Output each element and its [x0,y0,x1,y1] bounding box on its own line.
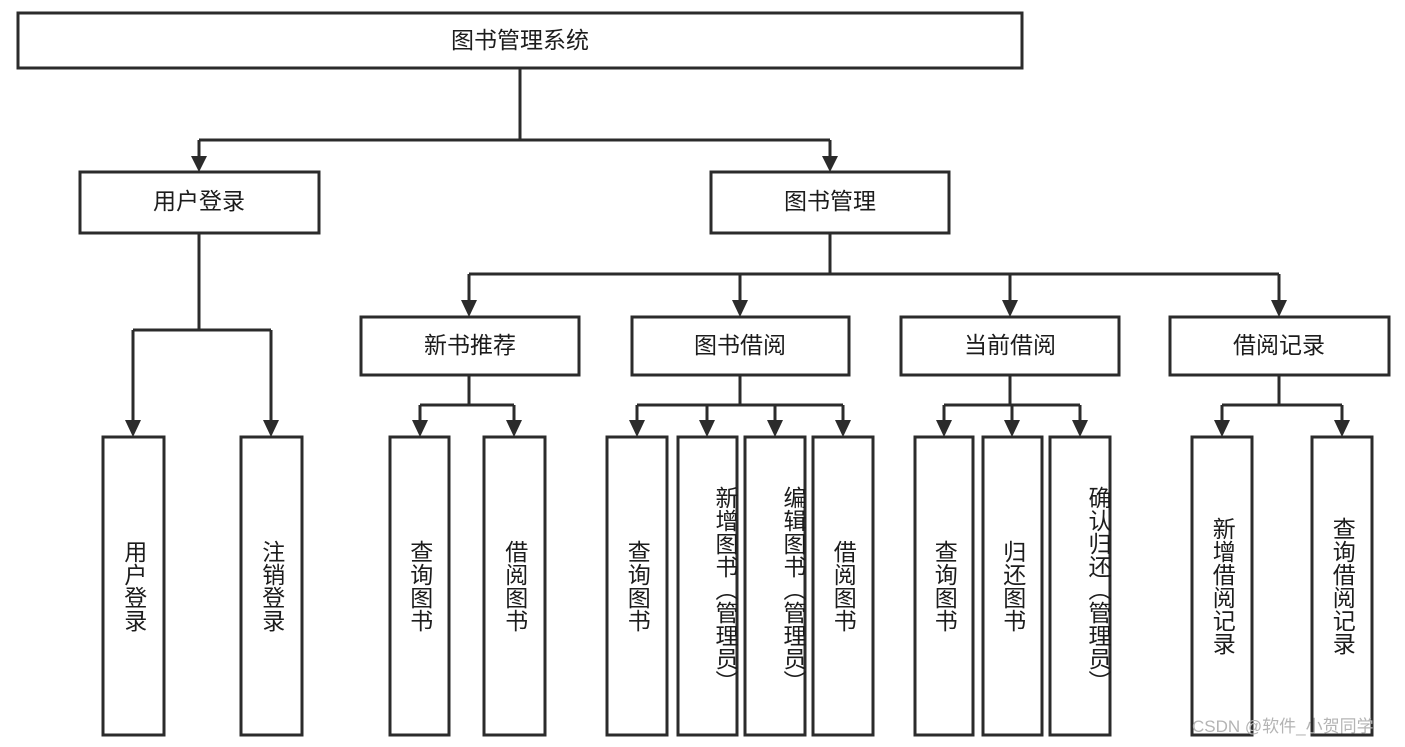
leaf-box-borrow-book-a[interactable] [482,435,547,737]
node-box-root[interactable] [16,11,1024,70]
node-box-user-login[interactable] [78,170,321,235]
arrowhead-leaf-query-book-a [412,420,428,437]
arrowhead-leaf-confirm-return [1072,420,1088,437]
node-layer: 图书管理系统 用户登录 图书管理 新书推荐 图书借阅 当前 [16,11,1391,737]
arrowhead-leaf-edit-book [767,420,783,437]
node-label-root: 图书管理系统 [451,27,589,53]
node-borrow-record[interactable]: 借阅记录 [1168,315,1391,377]
node-book-management-system[interactable]: 图书管理系统 [16,11,1024,70]
leaf-box-return-book[interactable] [981,435,1044,737]
arrowhead-leaf-logout [263,420,279,437]
arrowhead-user-login [191,156,207,172]
arrowhead-leaf-query-book-b [629,420,645,437]
node-box-book-management[interactable] [709,170,951,235]
arrowhead-leaf-add-book [699,420,715,437]
node-label-new-book-recommend: 新书推荐 [424,332,516,358]
node-book-management[interactable]: 图书管理 [709,170,951,235]
arrowhead-book-borrow [732,300,748,317]
node-box-book-borrow[interactable] [630,315,851,377]
leaf-box-query-book-c[interactable] [913,435,975,737]
leaf-box-user-login[interactable] [101,435,166,737]
arrowhead-leaf-borrow-book-b [835,420,851,437]
arrowhead-leaf-user-login [125,420,141,437]
leaf-box-query-book-b[interactable] [605,435,669,737]
node-box-borrow-record[interactable] [1168,315,1391,377]
leaf-box-add-borrow-record[interactable] [1190,435,1254,737]
arrowhead-leaf-add-record [1214,420,1230,437]
arrowhead-leaf-query-record [1334,420,1350,437]
arrowhead-leaf-return-book [1004,420,1020,437]
leaf-box-confirm-return[interactable] [1048,435,1112,737]
arrowhead-current-borrow [1002,300,1018,317]
node-label-current-borrow: 当前借阅 [964,332,1056,358]
leaf-box-borrow-book-b[interactable] [811,435,875,737]
leaf-box-query-borrow-record[interactable] [1310,435,1374,737]
node-box-current-borrow[interactable] [899,315,1121,377]
node-new-book-recommend[interactable]: 新书推荐 [359,315,581,377]
watermark-text: CSDN @软件_小贺同学 [1192,717,1374,736]
node-label-borrow-record: 借阅记录 [1233,332,1325,358]
arrowhead-new-book-rec [461,300,477,317]
node-current-borrow[interactable]: 当前借阅 [899,315,1121,377]
arrowhead-book-mgmt [822,156,838,172]
node-label-book-management: 图书管理 [784,188,876,214]
leaf-box-add-book[interactable] [676,435,739,737]
node-box-new-book-recommend[interactable] [359,315,581,377]
arrowhead-borrow-record [1271,300,1287,317]
node-label-book-borrow: 图书借阅 [694,332,786,358]
node-book-borrow[interactable]: 图书借阅 [630,315,851,377]
arrowhead-leaf-borrow-book-a [506,420,522,437]
leaf-box-edit-book[interactable] [743,435,807,737]
leaf-box-query-book-a[interactable] [388,435,451,737]
arrowhead-leaf-query-book-c [936,420,952,437]
node-user-login[interactable]: 用户登录 [78,170,321,235]
connector-layer [125,68,1350,437]
node-label-user-login: 用户登录 [153,188,245,214]
leaf-box-logout[interactable] [239,435,304,737]
